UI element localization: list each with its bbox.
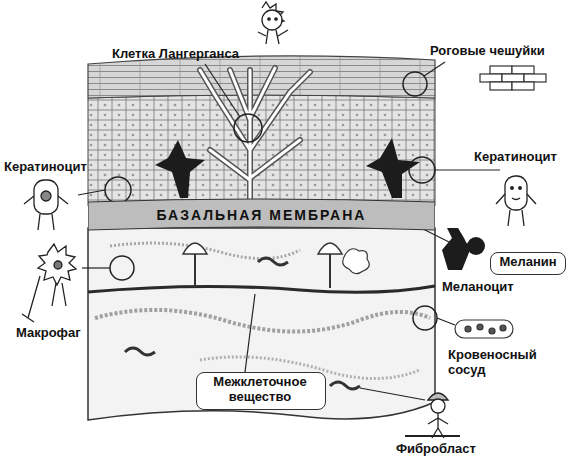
illustration-path	[437, 318, 455, 325]
illustration-rect	[34, 180, 58, 214]
illustration-circle	[403, 72, 427, 96]
illustration-path	[366, 138, 420, 198]
illustration-circle	[54, 261, 62, 269]
illustration-circle	[413, 306, 437, 330]
illustration-rect	[512, 66, 534, 74]
illustration-path	[258, 30, 288, 44]
node-text: Меланин	[498, 255, 558, 270]
illustration-path	[200, 68, 310, 200]
illustration-circle	[519, 187, 522, 190]
illustration-path	[360, 388, 425, 400]
illustration-circle	[477, 324, 483, 330]
illustration-g	[496, 176, 536, 226]
illustration-circle	[467, 237, 485, 255]
illustration-circle	[465, 326, 471, 332]
illustration-circle	[409, 157, 435, 183]
part-label: Кератиноцит	[4, 160, 87, 175]
illustration-path	[125, 348, 155, 355]
illustration-g	[78, 62, 500, 400]
membrane-path	[88, 199, 435, 230]
illustration-circle	[511, 187, 514, 190]
illustration-circle	[275, 18, 277, 20]
illustration-path	[38, 244, 76, 285]
illustration-circle	[489, 328, 495, 334]
illustration-circle	[234, 114, 262, 142]
illustration-circle	[268, 18, 270, 20]
illustration-g	[22, 244, 76, 322]
illustration-path	[88, 95, 435, 206]
illustration-circle	[105, 177, 131, 203]
illustration-path	[195, 252, 330, 288]
illustration-rect	[490, 82, 512, 90]
illustration-g	[200, 68, 310, 200]
illustration-path	[442, 228, 470, 270]
illustration-rect	[490, 66, 512, 74]
illustration-path	[258, 258, 288, 265]
illustration-path	[428, 413, 448, 438]
illustration-path	[88, 228, 435, 420]
part-label: Кровеносный сосуд	[448, 348, 558, 378]
illustration-path	[205, 64, 240, 117]
illustration-path	[405, 435, 460, 437]
illustration-rect	[524, 74, 546, 82]
illustration-g	[24, 180, 68, 230]
illustration-path	[330, 382, 360, 389]
illustration-path	[512, 198, 520, 200]
illustration-g	[405, 393, 460, 438]
illustration-g	[480, 66, 546, 90]
illustration-path	[82, 267, 110, 268]
illustration-path	[245, 294, 255, 372]
illustration-path	[78, 190, 105, 195]
illustration-path	[88, 286, 435, 292]
illustration-circle	[262, 10, 282, 30]
illustration-g	[442, 228, 485, 270]
illustration-path	[183, 243, 342, 254]
part-label: Макрофаг	[16, 326, 81, 341]
illustration-rect	[455, 320, 513, 338]
illustration-path	[466, 244, 470, 246]
illustration-circle	[431, 399, 445, 413]
node-text: БАЗАЛЬНАЯ МЕМБРАНА	[88, 207, 435, 223]
illustration-path	[22, 276, 40, 322]
illustration-rect	[512, 82, 534, 90]
illustration-path	[24, 196, 68, 230]
illustration-rect	[480, 74, 502, 82]
illustration-g	[258, 2, 288, 44]
illustration-circle	[110, 256, 134, 280]
illustration-g	[455, 320, 513, 338]
illustration-path	[496, 194, 536, 226]
illustration-path	[424, 62, 445, 76]
illustration-path	[435, 169, 500, 170]
part-label: Роговые чешуйки	[430, 44, 545, 59]
part-label: Клетка Лангерганса	[112, 47, 239, 62]
illustration-path	[200, 68, 310, 200]
membrane-band: БАЗАЛЬНАЯ МЕМБРАНА	[88, 198, 435, 232]
node-text: Межклеточное вещество	[204, 375, 316, 405]
illustration-rect	[502, 74, 524, 82]
part-label: Фибробласт	[396, 442, 476, 457]
illustration-circle	[500, 325, 506, 331]
illustration-circle	[41, 191, 51, 201]
callout-box: Меланин	[490, 252, 566, 275]
illustration-path	[155, 140, 205, 198]
part-label: Меланоцит	[442, 280, 514, 295]
illustration-path	[95, 310, 430, 332]
illustration-rect	[505, 176, 527, 210]
callout-box: Межклеточное вещество	[196, 372, 326, 410]
illustration-path	[52, 283, 66, 306]
illustration-path	[343, 249, 370, 274]
part-label: Кератиноцит	[474, 150, 557, 165]
